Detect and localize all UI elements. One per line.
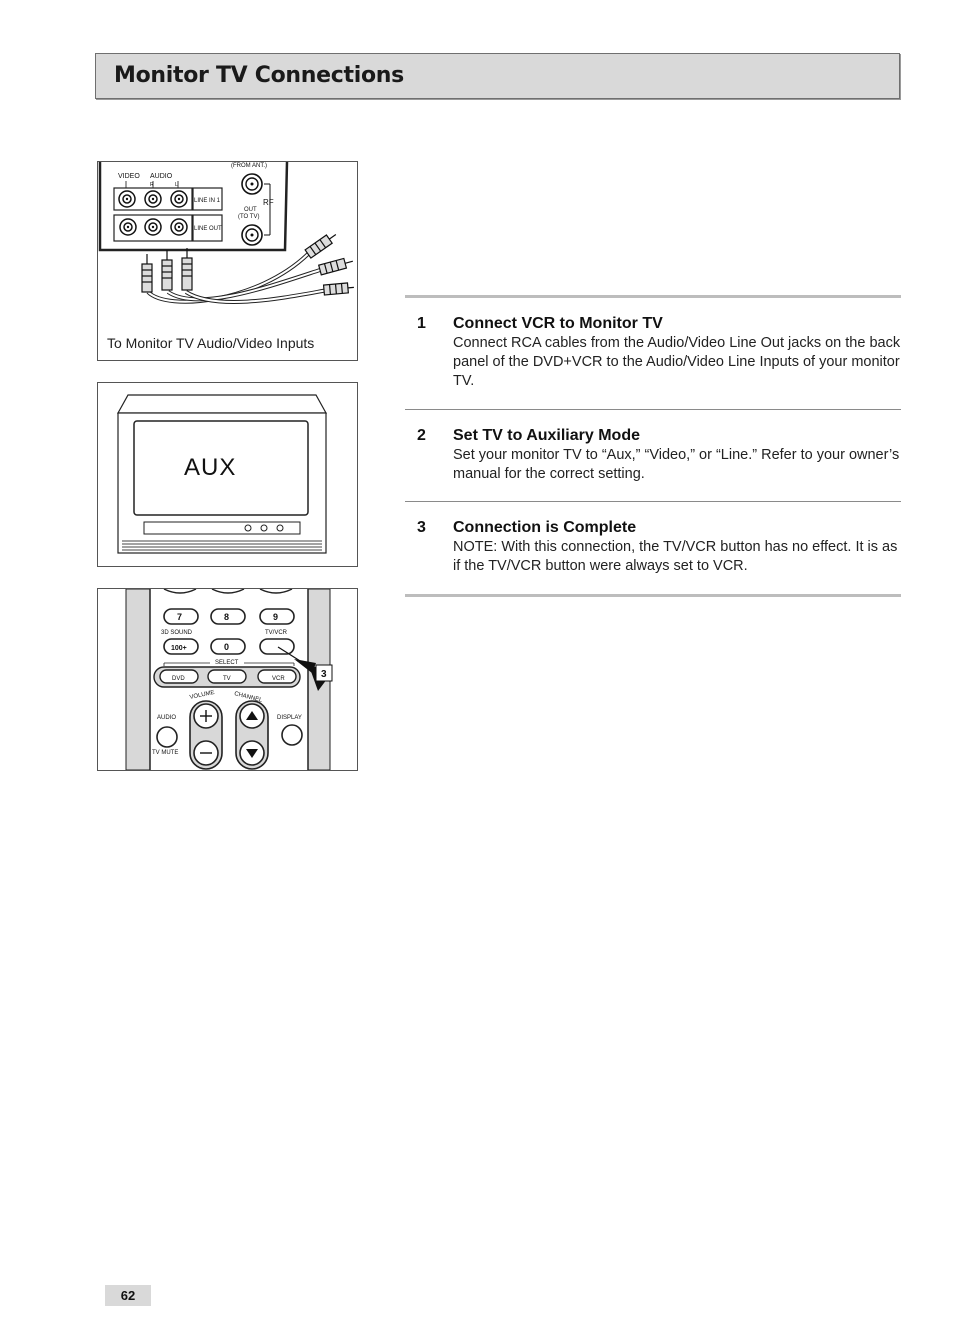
label-audio: AUDIO xyxy=(157,715,176,721)
audio-l-label: L xyxy=(175,182,178,188)
page-number: 62 xyxy=(105,1285,151,1306)
step-body: Set your monitor TV to “Aux,” “Video,” o… xyxy=(453,447,900,482)
steps-top-rule xyxy=(405,295,901,298)
callout-3: 3 xyxy=(321,669,327,680)
rca-cable-diagram: VIDEO AUDIO R L LINE IN 1 LINE OUT (FROM… xyxy=(98,162,354,304)
aux-screen-text: AUX xyxy=(184,454,236,481)
audio-label: AUDIO xyxy=(150,173,173,180)
btn-0-label: 0 xyxy=(224,642,229,652)
remote-illustration: 7 8 9 3D SOUND TV/VCR 100+ 0 SELECT DVD … xyxy=(97,588,358,771)
label-tv-mute: TV MUTE xyxy=(152,750,178,756)
label-volume: VOLUME xyxy=(189,690,215,701)
back-panel-illustration: VIDEO AUDIO R L LINE IN 1 LINE OUT (FROM… xyxy=(97,161,358,361)
tv-aux-diagram: AUX xyxy=(116,394,328,554)
btn-vcr-label: VCR xyxy=(272,676,285,682)
step-body: Connect RCA cables from the Audio/Video … xyxy=(453,335,901,389)
line-in-label: LINE IN 1 xyxy=(194,198,221,204)
btn-100-label: 100+ xyxy=(171,645,187,652)
btn-dvd-label: DVD xyxy=(172,676,185,682)
step-number: 2 xyxy=(417,427,426,444)
remote-diagram: 7 8 9 3D SOUND TV/VCR 100+ 0 SELECT DVD … xyxy=(125,589,333,770)
tv-illustration: AUX xyxy=(97,382,358,567)
step-number: 3 xyxy=(417,519,426,536)
step-number: 1 xyxy=(417,315,426,332)
audio-r-label: R xyxy=(150,182,154,188)
label-tv-vcr: TV/VCR xyxy=(265,630,288,636)
figure1-caption: To Monitor TV Audio/Video Inputs xyxy=(107,335,315,351)
label-3d-sound: 3D SOUND xyxy=(161,630,193,636)
rf-label: RF xyxy=(263,198,274,207)
step-divider xyxy=(405,501,901,502)
title-bar: Monitor TV Connections xyxy=(95,53,900,99)
page-title: Monitor TV Connections xyxy=(114,63,404,88)
step-title: Connect VCR to Monitor TV xyxy=(453,315,663,332)
btn-tv-label: TV xyxy=(223,676,231,682)
label-select: SELECT xyxy=(215,660,239,666)
step-title: Set TV to Auxiliary Mode xyxy=(453,427,640,444)
to-tv-label: (TO TV) xyxy=(238,214,259,220)
btn-9-label: 9 xyxy=(273,612,278,622)
btn-8-label: 8 xyxy=(224,612,229,622)
rf-out-label: OUT xyxy=(244,207,257,213)
step-body: NOTE: With this connection, the TV/VCR b… xyxy=(453,539,898,574)
step-divider xyxy=(405,409,901,410)
steps-bottom-rule xyxy=(405,594,901,597)
from-ant-label: (FROM ANT.) xyxy=(231,163,267,169)
video-label: VIDEO xyxy=(118,173,140,180)
step-title: Connection is Complete xyxy=(453,519,637,536)
line-out-label: LINE OUT xyxy=(194,226,222,232)
btn-7-label: 7 xyxy=(177,612,182,622)
label-display: DISPLAY xyxy=(277,715,302,721)
